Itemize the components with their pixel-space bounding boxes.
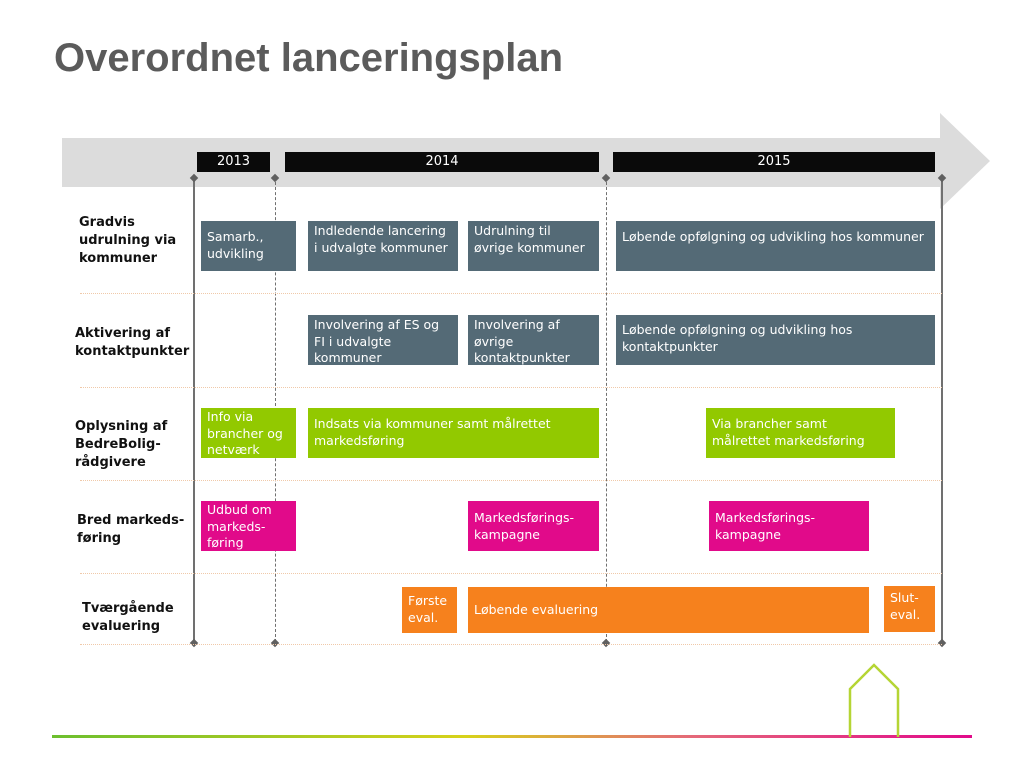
activity-involvering-es-fi: Involvering af ES og FI i udvalgte kommu… xyxy=(308,315,458,365)
activity-indledende-lancering: Indledende lancering i udvalgte kommuner xyxy=(308,221,458,271)
activity-involvering-oevrige: Involvering af øvrige kontaktpunkter xyxy=(468,315,599,365)
footer-line xyxy=(52,735,972,738)
activity-udbud-markedsfoering: Udbud om markeds-føring xyxy=(201,501,296,551)
house-icon xyxy=(848,663,900,737)
activity-info-brancher: Info via brancher og netværk xyxy=(201,408,296,458)
row-label-kontaktpunkter: Aktivering af kontaktpunkter xyxy=(75,326,190,359)
activity-foerste-eval: Første eval. xyxy=(402,587,457,633)
year-2013: 2013 xyxy=(197,152,270,172)
row-separator xyxy=(80,293,942,294)
activity-slut-eval: Slut-eval. xyxy=(884,586,935,632)
row-separator xyxy=(80,480,942,481)
row-label-kommuner: Gradvis udrulning via kommuner xyxy=(79,215,177,266)
year-2015: 2015 xyxy=(613,152,935,172)
activity-loebende-evaluering: Løbende evaluering xyxy=(468,587,869,633)
row-separator xyxy=(80,387,942,388)
timeline-line-2015 xyxy=(606,177,607,642)
activity-kampagne-2014: Markedsførings-kampagne xyxy=(468,501,599,551)
activity-samarb-udvikling: Samarb., udvikling xyxy=(201,221,296,271)
activity-loebende-kontaktpunkter: Løbende opfølgning og udvikling hos kont… xyxy=(616,315,935,365)
year-2014: 2014 xyxy=(285,152,599,172)
activity-udrulning-oevrige: Udrulning til øvrige kommuner xyxy=(468,221,599,271)
activity-loebende-kommuner: Løbende opfølgning og udvikling hos komm… xyxy=(616,221,935,271)
row-label-evaluering: Tværgående evaluering xyxy=(82,601,174,634)
timeline-line-start xyxy=(193,177,195,642)
activity-kampagne-2015: Markedsførings-kampagne xyxy=(709,501,869,551)
row-separator xyxy=(80,644,942,645)
activity-indsats-kommuner: Indsats via kommuner samt målrettet mark… xyxy=(308,408,599,458)
row-label-raadgivere: Oplysning af BedreBolig-rådgivere xyxy=(75,419,168,470)
page-title: Overordnet lanceringsplan xyxy=(54,36,564,80)
activity-via-brancher: Via brancher samt målrettet markedsførin… xyxy=(706,408,895,458)
row-separator xyxy=(80,573,942,574)
timeline-line-end xyxy=(941,177,943,642)
row-label-markedsfoering: Bred markeds-føring xyxy=(77,513,185,546)
